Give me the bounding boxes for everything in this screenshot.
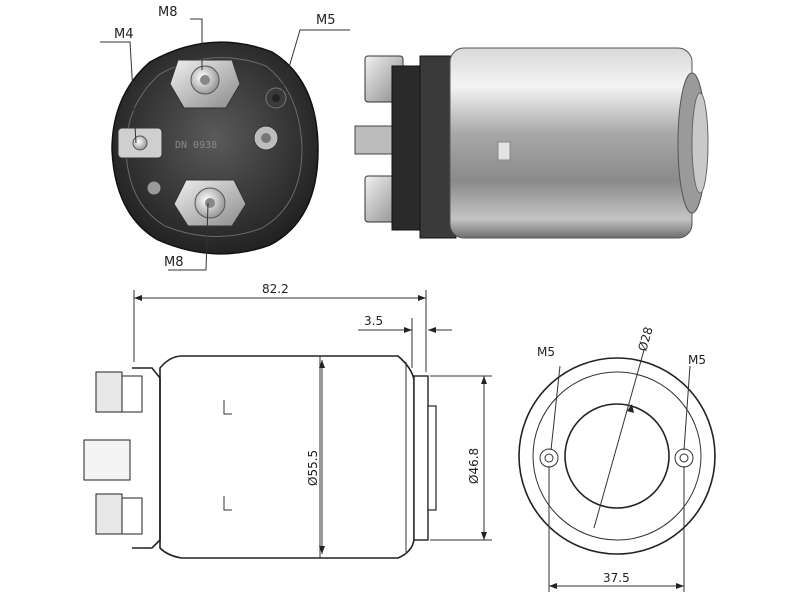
label-left-m4: M4	[114, 27, 134, 42]
dim-nose-diameter: Ø46.8	[467, 448, 481, 484]
side-view-photo	[354, 47, 709, 239]
dim-left-hole: M5	[537, 345, 555, 359]
dim-hole-spacing: 37.5	[603, 571, 630, 585]
label-bottom-m8: M8	[164, 255, 184, 270]
end-cap-photo: DN 0938	[100, 18, 350, 271]
bottom-stud-m8	[173, 179, 247, 227]
dim-body-diameter: Ø55.5	[306, 450, 320, 486]
dim-right-hole: M5	[688, 353, 706, 367]
left-stud-m4	[117, 127, 163, 159]
dim-bore-diameter: Ø28	[635, 325, 655, 353]
label-top-m8: M8	[158, 5, 178, 20]
dim-flange: 3.5	[364, 314, 383, 328]
label-right-m5: M5	[316, 13, 336, 28]
cap-marking: DN 0938	[175, 140, 217, 151]
top-stud-m8	[169, 59, 241, 109]
dim-overall-length: 82.2	[262, 282, 289, 296]
side-dimension-drawing	[83, 290, 492, 559]
right-stud-m5	[253, 87, 287, 151]
front-view-drawing	[518, 349, 716, 592]
